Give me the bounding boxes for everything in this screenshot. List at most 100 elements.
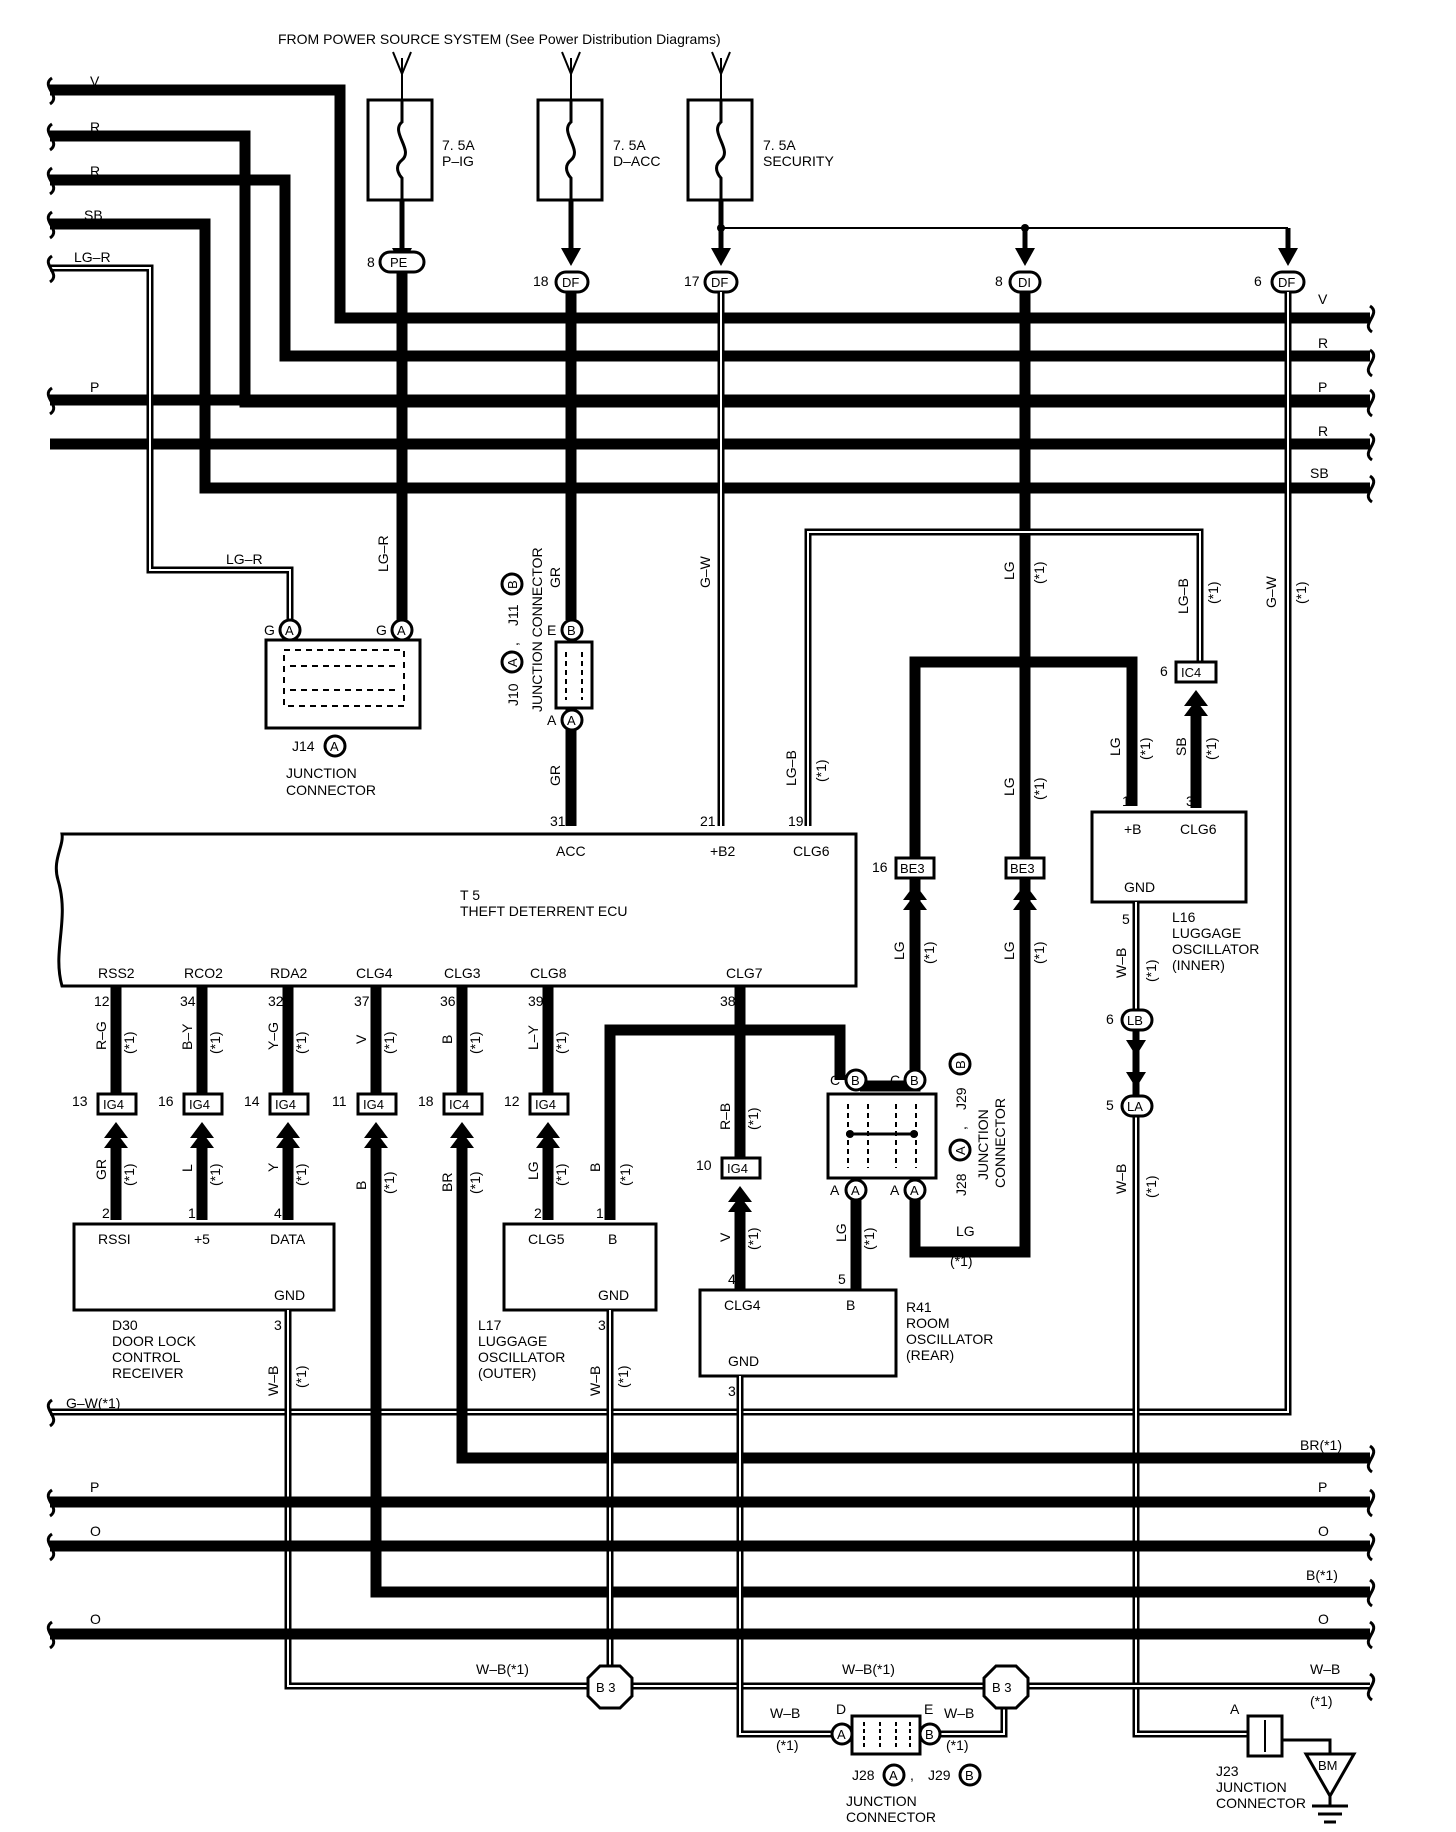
svg-text:B 3: B 3 — [992, 1680, 1012, 1695]
svg-text:(*1): (*1) — [1137, 737, 1153, 760]
svg-text:34: 34 — [180, 993, 196, 1009]
svg-text:R: R — [90, 163, 100, 179]
svg-text:JUNCTION: JUNCTION — [846, 1793, 917, 1809]
svg-text:38: 38 — [720, 993, 736, 1009]
pin-number: 8 — [367, 254, 375, 270]
svg-text:R41: R41 — [906, 1299, 932, 1315]
svg-text:ROOM: ROOM — [906, 1315, 950, 1331]
svg-text:CLG4: CLG4 — [724, 1297, 761, 1313]
l17-luggage-oscillator-outer: 2 1 CLG5 B GND 3 L17 LUGGAGE OSCILLATOR … — [478, 1205, 658, 1381]
svg-text:IG4: IG4 — [535, 1097, 556, 1112]
svg-text:V: V — [717, 1232, 733, 1242]
pin-number: 17 — [684, 273, 700, 289]
svg-text:O: O — [1318, 1611, 1329, 1627]
svg-text:5: 5 — [1106, 1097, 1114, 1113]
svg-text:CLG6: CLG6 — [1180, 821, 1217, 837]
wire-end-markers-right — [1366, 304, 1376, 1702]
fuse-amp: 7. 5A — [442, 137, 475, 153]
svg-text:CONNECTOR: CONNECTOR — [846, 1809, 936, 1825]
svg-text:G: G — [376, 622, 387, 638]
lg-loop-wire — [909, 656, 1138, 1252]
svg-text:RSSI: RSSI — [98, 1231, 131, 1247]
svg-text:R–G: R–G — [93, 1021, 109, 1050]
j23-junction-connector: A J23 JUNCTION CONNECTOR — [1216, 1701, 1332, 1811]
svg-text:B: B — [608, 1231, 617, 1247]
svg-text:(*1): (*1) — [293, 1365, 309, 1388]
svg-text:B–Y: B–Y — [179, 1023, 195, 1050]
svg-text:(*1): (*1) — [745, 1227, 761, 1250]
svg-text:5: 5 — [838, 1271, 846, 1287]
svg-text:CONNECTOR: CONNECTOR — [286, 782, 376, 798]
svg-text:P: P — [1318, 1479, 1327, 1495]
svg-text:16: 16 — [872, 859, 888, 875]
svg-text:(*1): (*1) — [1203, 737, 1219, 760]
svg-text:1: 1 — [1122, 793, 1130, 809]
svg-text:(*1): (*1) — [553, 1163, 569, 1186]
svg-text:A: A — [330, 739, 339, 754]
top-connector-df: 18 DF — [533, 270, 590, 294]
svg-text:J29: J29 — [928, 1767, 951, 1783]
svg-text:11: 11 — [332, 1093, 347, 1109]
svg-text:J14: J14 — [292, 738, 315, 754]
bottom-bus-labels: G–W(*1) P O O BR(*1) P O B(*1) O W–B(*1)… — [66, 1395, 1342, 1709]
ecu-pin-name: ACC — [556, 843, 586, 859]
svg-text:E: E — [547, 622, 556, 638]
svg-text:IG4: IG4 — [103, 1097, 124, 1112]
svg-text:12: 12 — [94, 993, 110, 1009]
svg-text:2: 2 — [534, 1205, 542, 1221]
svg-text:(*1): (*1) — [121, 1163, 137, 1186]
l16-luggage-oscillator-inner: 1 3 +B CLG6 GND 5 L16 LUGGAGE OSCILLATOR… — [1090, 793, 1259, 973]
svg-text:A: A — [397, 623, 406, 638]
fuse-outputs — [399, 200, 1291, 258]
r41-room-oscillator-rear: 4 5 CLG4 B GND 3 R41 ROOM OSCILLATOR (RE… — [698, 1271, 993, 1399]
svg-text:(*1): (*1) — [1031, 561, 1047, 584]
ecu-pin-name: CLG7 — [726, 965, 763, 981]
svg-text:W–B: W–B — [1113, 1164, 1129, 1194]
svg-text:JUNCTION: JUNCTION — [286, 765, 357, 781]
svg-text:R: R — [1318, 423, 1328, 439]
svg-text:G–W: G–W — [1263, 575, 1279, 608]
svg-text:2: 2 — [102, 1205, 110, 1221]
top-bus-wires — [50, 84, 1370, 494]
svg-text:(*1): (*1) — [381, 1171, 397, 1194]
svg-text:(*1): (*1) — [813, 759, 829, 782]
svg-text:16: 16 — [158, 1093, 174, 1109]
ecu-bottom-wire-labels: R–G (*1) B–Y (*1) Y–G (*1) V (*1) B (*1)… — [93, 1021, 877, 1250]
svg-text:+B: +B — [1124, 821, 1142, 837]
svg-text:4: 4 — [274, 1205, 282, 1221]
top-bus-right-labels: V R P R SB — [1310, 291, 1329, 481]
svg-text:(*1): (*1) — [745, 1107, 761, 1130]
svg-text:O: O — [90, 1611, 101, 1627]
svg-text:OSCILLATOR: OSCILLATOR — [478, 1349, 565, 1365]
connector-code: DF — [1278, 275, 1295, 290]
svg-text:W–B(*1): W–B(*1) — [842, 1661, 895, 1677]
svg-text:LB: LB — [1127, 1013, 1143, 1028]
lg-r-wire — [50, 264, 294, 630]
ic4-top-connector: 6 IC4 — [1160, 660, 1218, 808]
svg-text:SB: SB — [1173, 737, 1189, 756]
svg-text:,: , — [953, 1126, 969, 1130]
connector-code: DF — [562, 275, 579, 290]
svg-text:LG–R: LG–R — [74, 249, 111, 265]
svg-text:V: V — [353, 1034, 369, 1044]
svg-text:B: B — [910, 1073, 919, 1088]
svg-text:LG: LG — [1001, 561, 1017, 580]
svg-text:B: B — [965, 1768, 974, 1783]
svg-text:(*1): (*1) — [617, 1163, 633, 1186]
svg-text:(*1): (*1) — [1205, 581, 1221, 604]
svg-text:(*1): (*1) — [615, 1365, 631, 1388]
l16-ground-wire — [1132, 902, 1248, 1738]
svg-text:CONNECTOR: CONNECTOR — [1216, 1795, 1306, 1811]
svg-text:32: 32 — [268, 993, 284, 1009]
svg-text:LA: LA — [1127, 1099, 1143, 1114]
svg-text:BM: BM — [1318, 1758, 1338, 1773]
svg-text:A: A — [837, 1727, 846, 1742]
svg-text:B: B — [851, 1073, 860, 1088]
lb-connector: 6 LB — [1106, 1008, 1154, 1096]
power-inputs — [392, 51, 731, 100]
svg-text:LG–B: LG–B — [783, 750, 799, 786]
svg-text:6: 6 — [1106, 1011, 1114, 1027]
svg-text:(*1): (*1) — [921, 941, 937, 964]
svg-text:Y–G: Y–G — [265, 1022, 281, 1050]
svg-text:(OUTER): (OUTER) — [478, 1365, 536, 1381]
